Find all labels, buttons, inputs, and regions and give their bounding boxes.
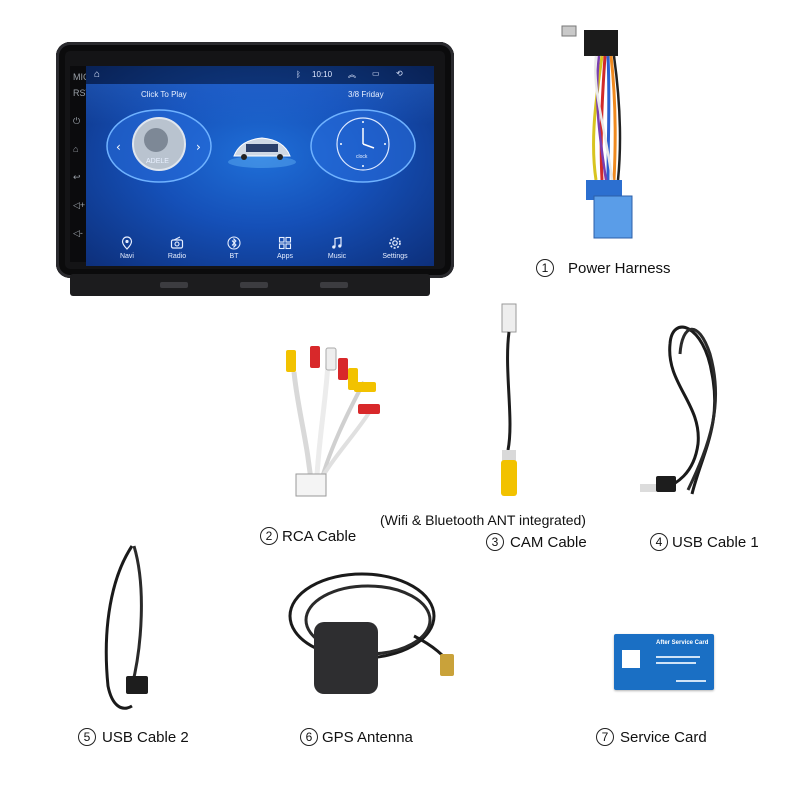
bluetooth-circle-icon [227, 236, 241, 250]
clock-widget [310, 109, 416, 183]
item-label-3: CAM Cable [510, 533, 587, 551]
item-number-3: 3 [486, 533, 504, 551]
svg-text:›: › [196, 140, 201, 154]
mount-bracket [70, 274, 430, 296]
gear-icon [389, 237, 401, 249]
head-unit-screen: ⌂ ᛒ 10:10 ︽ ▭ ⟲ Click To Play ‹ › ADELE … [86, 66, 434, 266]
item-label-1: Power Harness [568, 259, 671, 277]
dock-label-radio: Radio [167, 253, 187, 260]
cam-cable-note: (Wifi & Bluetooth ANT integrated) [380, 512, 586, 528]
item-number-6: 6 [300, 728, 318, 746]
rca-cable-photo [286, 346, 380, 497]
music-widget-label: Click To Play [141, 90, 187, 99]
radio-icon [170, 236, 184, 249]
apps-grid-icon [278, 236, 292, 250]
item-caption-5: 5 USB Cable 2 [78, 728, 189, 746]
item-caption-3: 3 CAM Cable [486, 533, 587, 551]
music-widget: ‹ › [106, 109, 212, 183]
item-number-4: 4 [650, 533, 668, 551]
item-caption-2: 2 RCA Cable [260, 527, 356, 545]
dock-item-music[interactable]: Music [312, 236, 362, 260]
item-caption-4: 4 USB Cable 1 [650, 533, 759, 551]
dock-label-apps: Apps [277, 253, 293, 260]
item-number-2: 2 [260, 527, 278, 545]
dock-label-settings: Settings [382, 253, 408, 260]
car-illustration [228, 137, 296, 168]
svg-text:‹: ‹ [116, 140, 121, 154]
back-icon: ↩ [73, 172, 81, 182]
side-button-strip: MIC RST ⏻ ⌂ ↩ ◁+ ◁- [70, 66, 91, 262]
location-pin-icon [121, 236, 133, 250]
dock-item-radio[interactable]: Radio [152, 236, 202, 260]
status-time: 10:10 [312, 70, 333, 79]
recent-apps-icon: ▭ [372, 69, 380, 78]
chevron-up-icon: ︽ [348, 70, 356, 79]
cam-cable-photo [501, 303, 517, 496]
album-text: ADELE [146, 158, 169, 165]
usb-cable-2-photo [104, 545, 148, 710]
power-icon: ⏻ [73, 116, 81, 126]
item-number-5: 5 [78, 728, 96, 746]
volume-up-icon: ◁+ [73, 200, 86, 210]
item-label-2: RCA Cable [282, 527, 357, 545]
home-icon: ⌂ [73, 144, 79, 154]
gps-antenna-photo [288, 572, 454, 694]
dock-label-music: Music [327, 253, 347, 260]
service-card-photo: After Service Card [614, 634, 714, 690]
item-caption-1: 1 Power Harness [536, 259, 671, 277]
item-label-5: USB Cable 2 [102, 728, 189, 746]
item-number-7: 7 [596, 728, 614, 746]
dock-item-bt[interactable]: BT [209, 236, 259, 260]
dock-item-apps[interactable]: Apps [260, 236, 310, 260]
usb-cable-1-photo [640, 325, 718, 495]
power-harness-photo [561, 25, 633, 239]
home-outline-icon: ⌂ [94, 69, 101, 80]
dock-item-navi[interactable]: Navi [102, 236, 152, 260]
bluetooth-icon: ᛒ [296, 70, 301, 79]
item-label-7: Service Card [620, 728, 707, 746]
date-widget-label: 3/8 Friday [348, 90, 384, 99]
item-caption-7: 7 Service Card [596, 728, 707, 746]
item-number-1: 1 [536, 259, 554, 277]
clock-text: clock [356, 154, 368, 160]
app-dock: Navi Radio BT Apps Music Settings [86, 222, 434, 266]
service-card-title: After Service Card [656, 640, 709, 646]
head-unit-photo: MIC RST ⏻ ⌂ ↩ ◁+ ◁- ⌂ ᛒ 10:10 ︽ ▭ ⟲ Clic… [56, 42, 454, 296]
item-label-6: GPS Antenna [322, 728, 413, 746]
item-caption-6: 6 GPS Antenna [300, 728, 413, 746]
dock-item-settings[interactable]: Settings [370, 236, 420, 260]
status-bar: ⌂ ᛒ 10:10 ︽ ▭ ⟲ [86, 66, 434, 84]
dock-label-bt: BT [229, 253, 239, 260]
back-arrow-icon: ⟲ [396, 69, 403, 78]
item-label-4: USB Cable 1 [672, 533, 759, 551]
music-note-icon [332, 236, 342, 249]
qr-code-icon [622, 650, 640, 668]
dock-label-navi: Navi [119, 253, 134, 260]
volume-down-icon: ◁- [73, 228, 83, 238]
